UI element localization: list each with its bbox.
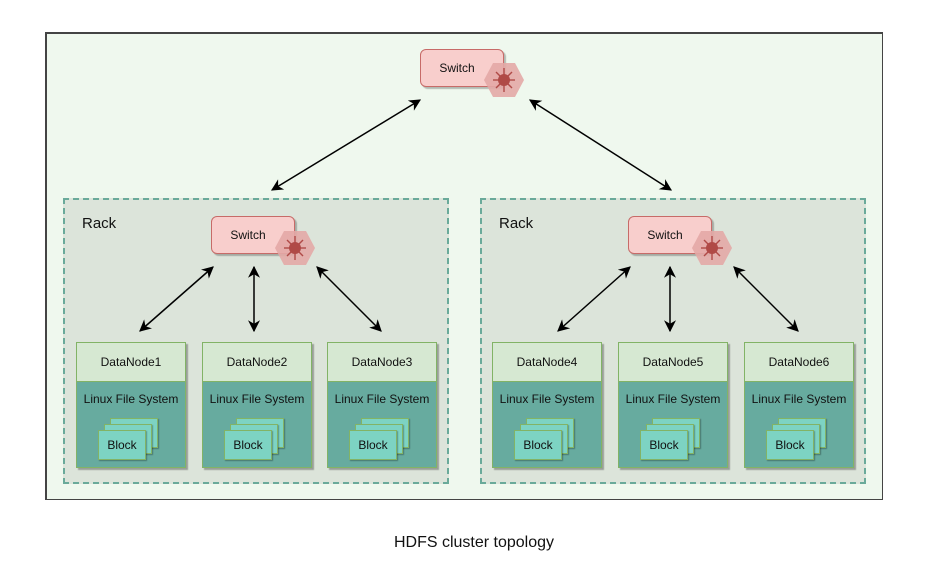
linux-file-system: Linux File System Block [202,382,312,468]
linux-file-system: Linux File System Block [744,382,854,468]
datanode-name: DataNode6 [768,355,830,369]
datanode-name: DataNode2 [226,355,288,369]
datanode-4[interactable]: DataNode4 Linux File System Block [492,342,602,468]
linux-file-system: Linux File System Block [618,382,728,468]
datanode-name: DataNode1 [100,355,162,369]
link-rack2-dn4 [557,266,631,332]
datanode-6[interactable]: DataNode6 Linux File System Block [744,342,854,468]
filesystem-label: Linux File System [209,392,305,406]
link-rack1-dn3 [316,266,382,332]
switch-hub-icon [275,231,315,265]
block[interactable]: Block [514,430,562,460]
link-core-rack2 [528,99,673,191]
block[interactable]: Block [224,430,272,460]
linux-file-system: Linux File System Block [76,382,186,468]
datanode-2[interactable]: DataNode2 Linux File System Block [202,342,312,468]
switch-label: Switch [647,228,683,242]
link-rack1-dn1 [139,266,214,332]
datanode-1[interactable]: DataNode1 Linux File System Block [76,342,186,468]
linux-file-system: Linux File System Block [327,382,437,468]
rack-label: Rack [82,215,117,232]
block[interactable]: Block [349,430,397,460]
filesystem-label: Linux File System [751,392,847,406]
datanode-3[interactable]: DataNode3 Linux File System Block [327,342,437,468]
block[interactable]: Block [766,430,814,460]
linux-file-system: Linux File System Block [492,382,602,468]
block[interactable]: Block [640,430,688,460]
link-core-rack1 [270,99,422,191]
datanode-name: DataNode3 [351,355,413,369]
filesystem-label: Linux File System [334,392,430,406]
block[interactable]: Block [98,430,146,460]
core-switch[interactable]: Switch [420,49,504,87]
switch-label: Switch [439,61,475,75]
filesystem-label: Linux File System [625,392,721,406]
switch-hub-icon [692,231,732,265]
switch-label: Switch [230,228,266,242]
datanode-name: DataNode5 [642,355,704,369]
diagram-caption: HDFS cluster topology [393,534,555,551]
filesystem-label: Linux File System [83,392,179,406]
filesystem-label: Linux File System [499,392,595,406]
datanode-name: DataNode4 [516,355,578,369]
datanode-5[interactable]: DataNode5 Linux File System Block [618,342,728,468]
switch-hub-icon [484,63,524,97]
rack-label: Rack [499,215,534,232]
link-rack2-dn6 [733,266,799,332]
